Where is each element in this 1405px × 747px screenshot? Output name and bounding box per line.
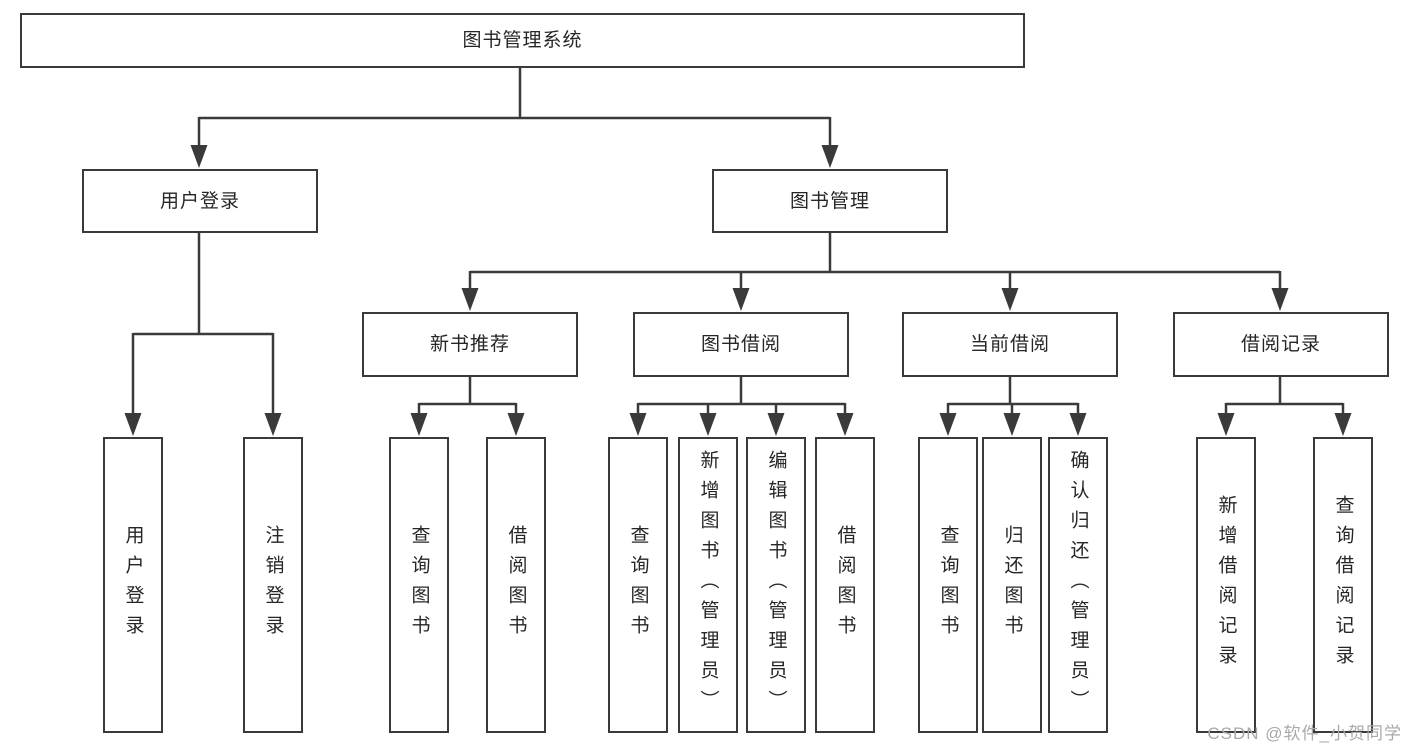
leaf-add-borrow-record: 新增借阅记录 bbox=[1196, 437, 1256, 733]
leaf-logout-label: 注销登录 bbox=[262, 525, 284, 645]
node-book-management-label: 图书管理 bbox=[789, 190, 870, 212]
node-current-borrow-label: 当前借阅 bbox=[969, 334, 1050, 355]
node-user-login-label: 用户登录 bbox=[159, 190, 240, 212]
leaf-edit-book-admin-label: 编辑图书（管理员） bbox=[765, 450, 787, 720]
leaf-query-book-current-label: 查询图书 bbox=[937, 525, 959, 645]
node-new-book-recommend-label: 新书推荐 bbox=[429, 334, 510, 355]
leaf-borrow-book-label: 借阅图书 bbox=[834, 525, 856, 645]
leaf-add-book-admin-label: 新增图书（管理员） bbox=[697, 450, 719, 720]
node-borrow-records: 借阅记录 bbox=[1173, 312, 1389, 377]
leaf-query-borrow-record: 查询借阅记录 bbox=[1313, 437, 1373, 733]
leaf-user-login: 用户登录 bbox=[103, 437, 163, 733]
leaf-query-book-current: 查询图书 bbox=[918, 437, 978, 733]
csdn-watermark: CSDN @软件_小贺同学 bbox=[1207, 724, 1402, 743]
leaf-return-book-label: 归还图书 bbox=[1001, 525, 1023, 645]
node-book-borrow-label: 图书借阅 bbox=[700, 334, 781, 355]
node-root-system: 图书管理系统 bbox=[20, 13, 1025, 68]
node-user-login: 用户登录 bbox=[82, 169, 318, 233]
leaf-confirm-return-admin-label: 确认归还（管理员） bbox=[1067, 450, 1089, 720]
leaf-query-book-recommend: 查询图书 bbox=[389, 437, 449, 733]
node-book-borrow: 图书借阅 bbox=[633, 312, 849, 377]
leaf-query-book-recommend-label: 查询图书 bbox=[408, 525, 430, 645]
leaf-return-book: 归还图书 bbox=[982, 437, 1042, 733]
leaf-edit-book-admin: 编辑图书（管理员） bbox=[746, 437, 806, 733]
node-root-system-label: 图书管理系统 bbox=[462, 30, 583, 51]
node-current-borrow: 当前借阅 bbox=[902, 312, 1118, 377]
leaf-query-book-borrow-label: 查询图书 bbox=[627, 525, 649, 645]
leaf-confirm-return-admin: 确认归还（管理员） bbox=[1048, 437, 1108, 733]
leaf-borrow-book-recommend: 借阅图书 bbox=[486, 437, 546, 733]
leaf-query-borrow-record-label: 查询借阅记录 bbox=[1332, 495, 1354, 675]
node-book-management: 图书管理 bbox=[712, 169, 948, 233]
leaf-user-login-label: 用户登录 bbox=[122, 525, 144, 645]
leaf-borrow-book-recommend-label: 借阅图书 bbox=[505, 525, 527, 645]
leaf-borrow-book: 借阅图书 bbox=[815, 437, 875, 733]
leaf-logout: 注销登录 bbox=[243, 437, 303, 733]
arrowheads bbox=[124, 145, 1352, 436]
leaf-add-book-admin: 新增图书（管理员） bbox=[678, 437, 738, 733]
leaf-query-book-borrow: 查询图书 bbox=[608, 437, 668, 733]
leaf-add-borrow-record-label: 新增借阅记录 bbox=[1215, 495, 1237, 675]
node-new-book-recommend: 新书推荐 bbox=[362, 312, 578, 377]
node-borrow-records-label: 借阅记录 bbox=[1240, 334, 1321, 355]
